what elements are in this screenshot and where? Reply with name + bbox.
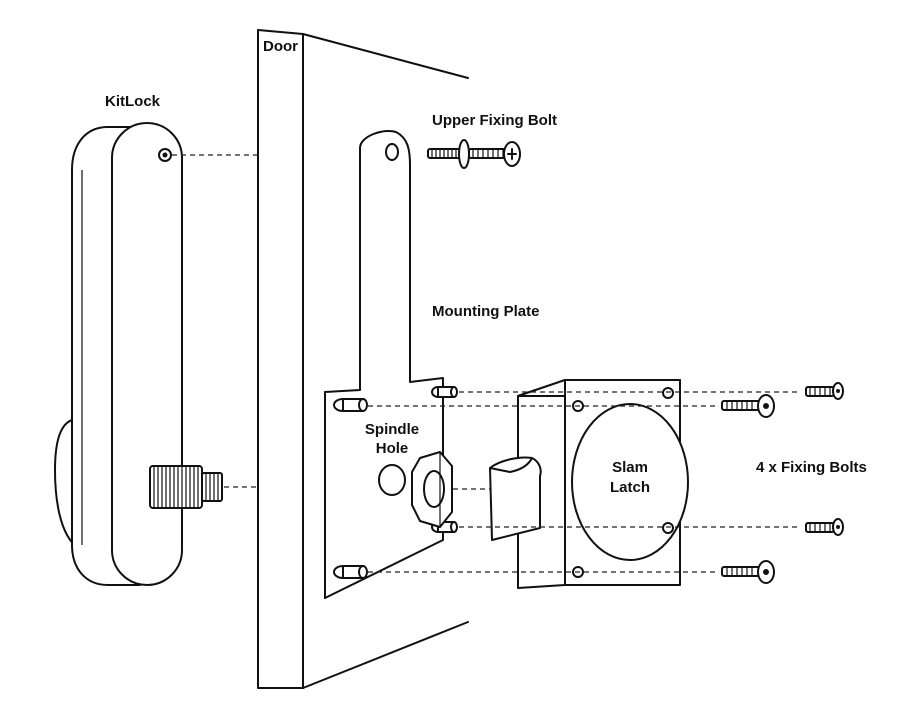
kitlock-body-front <box>111 122 183 586</box>
upper-fixing-bolt-label: Upper Fixing Bolt <box>432 112 557 129</box>
hex-nut <box>411 451 453 528</box>
spindle-hole-label-line1: Spindle <box>365 421 419 438</box>
upper-fixing-bolt <box>427 139 521 169</box>
kitlock-label: KitLock <box>105 93 161 110</box>
fixing-bolt <box>721 394 775 418</box>
slam-latch-label-line2: Latch <box>610 479 650 496</box>
fixing-bolt <box>805 382 844 400</box>
fixing-bolt <box>805 518 844 536</box>
plate-stud <box>333 565 368 579</box>
spindle-hole <box>378 464 406 496</box>
fixing-bolts-label: 4 x Fixing Bolts <box>756 459 867 476</box>
slam-latch-cover <box>571 403 689 561</box>
plate-stud <box>431 386 458 398</box>
mounting-plate <box>324 130 458 599</box>
washer <box>458 139 470 169</box>
slam-latch-label-line1: Slam <box>612 459 648 476</box>
door-label: Door <box>263 38 298 55</box>
slam-latch <box>489 379 689 589</box>
mounting-plate-label: Mounting Plate <box>432 303 540 320</box>
kitlock <box>54 122 223 586</box>
latch-tongue <box>489 457 542 541</box>
fixing-bolt <box>721 560 775 584</box>
door <box>257 29 469 689</box>
kitlock-spindle <box>149 465 223 509</box>
plate-stud <box>333 398 368 412</box>
spindle-hole-label-line2: Hole <box>376 440 409 457</box>
